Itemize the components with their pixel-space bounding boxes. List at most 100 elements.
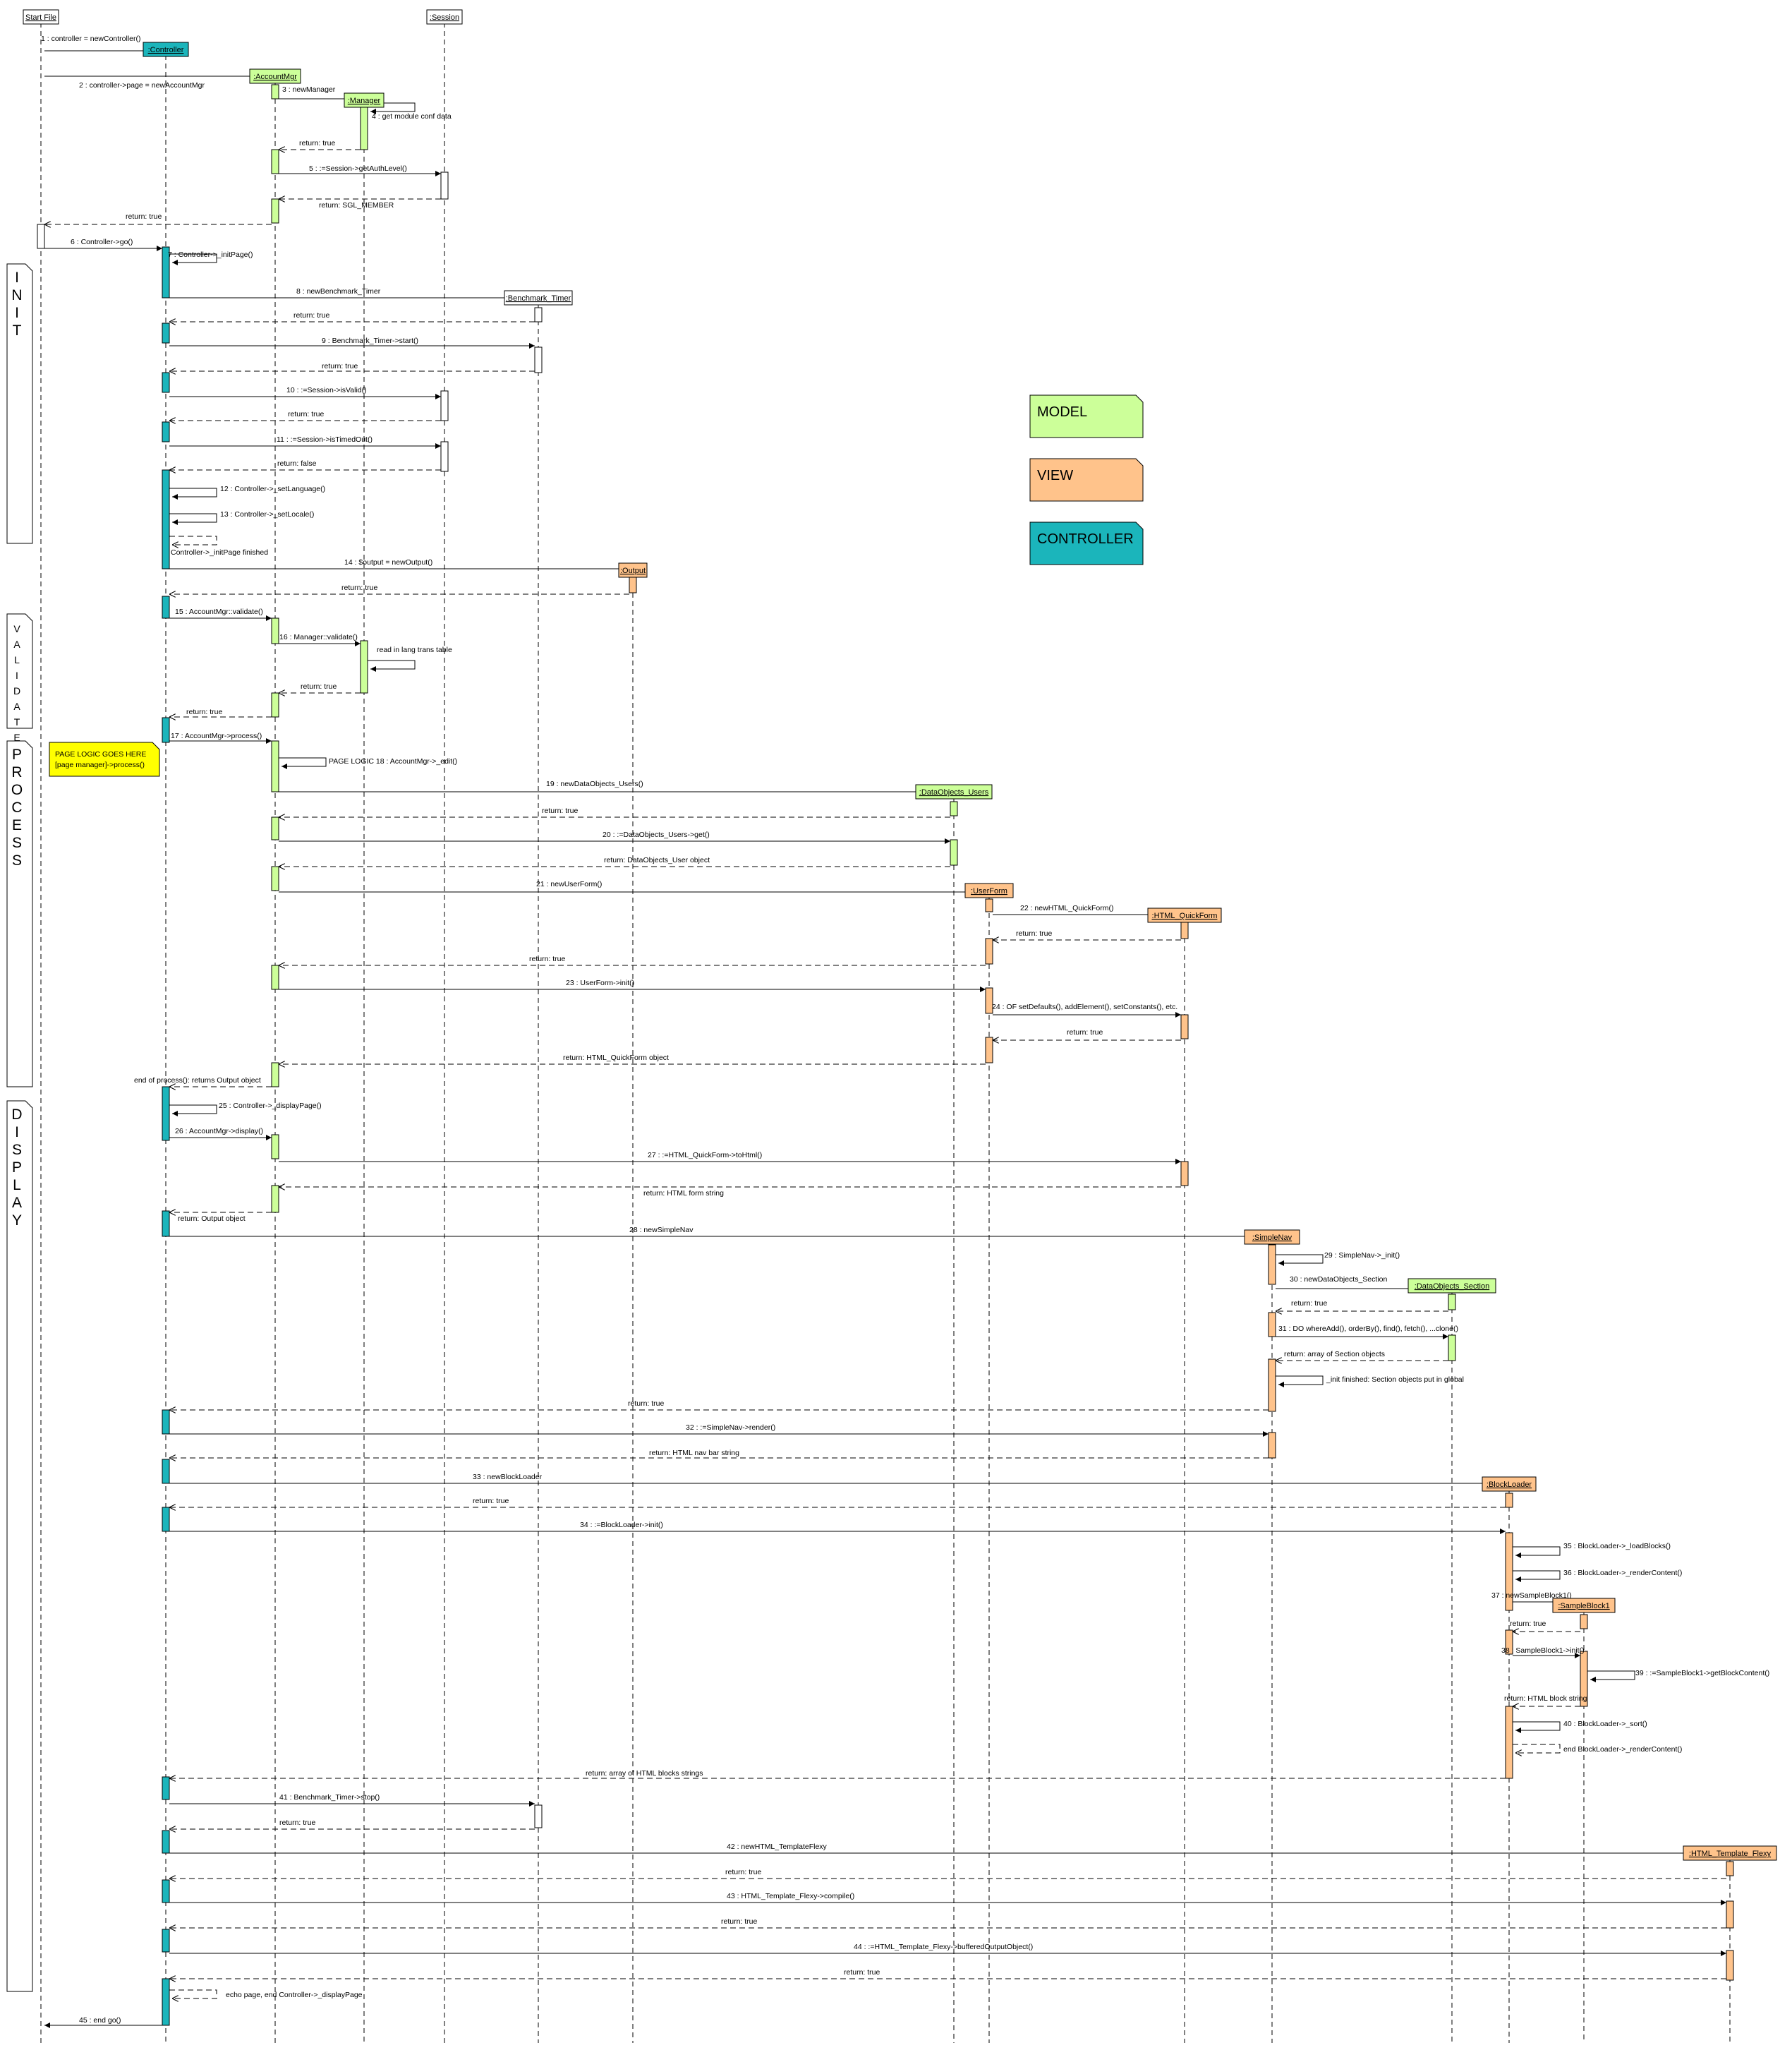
activation-bar: [360, 640, 368, 694]
activation-bar: [162, 1830, 170, 1854]
activation-bar: [162, 1210, 170, 1237]
activation-bar: [271, 1062, 279, 1087]
message-label: 3 : newManager: [282, 85, 336, 94]
activation-bar: [360, 105, 368, 150]
message-label: 33 : newBlockLoader: [473, 1473, 543, 1481]
message-label: 43 : HTML_Template_Flexy->compile(): [727, 1892, 854, 1900]
message-label: 40 : BlockLoader->_sort(): [1563, 1720, 1647, 1728]
participant-box-controller: [143, 42, 189, 57]
message-label: return: true: [299, 139, 336, 147]
legend-controller: [1029, 521, 1144, 565]
self-call-arrow: [169, 536, 217, 545]
message-label: return: true: [322, 362, 358, 370]
message-label: 28 : newSimpleNav: [629, 1226, 694, 1234]
activation-bar: [1268, 1244, 1276, 1285]
activation-bar: [162, 1409, 170, 1435]
participant-heads: Start File:Controller:AccountMgr:Manager…: [23, 9, 1777, 1861]
activation-bar: [271, 692, 279, 718]
self-call-arrow: [169, 488, 217, 500]
message-label: return: true: [293, 311, 330, 320]
message-label: 11 : :=Session->isTimedOut(): [277, 435, 373, 444]
message-label: 16 : Manager::validate(): [279, 633, 358, 641]
self-call-arrow: [368, 660, 416, 672]
message-label: return: true: [473, 1497, 509, 1505]
participant-label-timer: :Benchmark_Timer: [506, 294, 571, 303]
participant-box-accountmgr: [249, 68, 301, 84]
legend-label-controller: CONTROLLER: [1037, 531, 1134, 547]
activation-bar: [1180, 921, 1189, 939]
message-label: 17 : AccountMgr->process(): [171, 732, 262, 740]
message-label: echo page, end Controller->_displayPage: [226, 1991, 363, 1999]
message-label: 15 : AccountMgr::validate(): [175, 608, 263, 616]
activation-bar: [1268, 1358, 1276, 1412]
message-label: 12 : Controller->_setLanguage(): [220, 485, 325, 493]
self-call-arrow: [1513, 1721, 1561, 1733]
message-label: PAGE LOGIC 18 : AccountMgr->_edit(): [329, 757, 457, 766]
page-logic-note: PAGE LOGIC GOES HERE[page manager]->proc…: [49, 742, 160, 777]
activation-bar: [1448, 1334, 1456, 1361]
activation-bar: [1505, 1706, 1513, 1779]
message-label: 9 : Benchmark_Timer->start(): [322, 337, 418, 345]
message-label: return: true: [844, 1968, 880, 1977]
message-label: 37 : newSampleBlock1(): [1491, 1591, 1572, 1600]
message-label: 36 : BlockLoader->_renderContent(): [1563, 1569, 1682, 1577]
activation-bar: [162, 1459, 170, 1484]
activation-bar: [162, 1978, 170, 2026]
activation-bar: [534, 346, 543, 373]
activation-bar: [271, 1134, 279, 1159]
participant-box-sampleblock: [1552, 1598, 1616, 1613]
participant-label-dousers: :DataObjects_Users: [919, 788, 989, 797]
activation-bar: [1505, 1493, 1513, 1508]
message-label: read in lang trans table: [377, 646, 452, 654]
message-label: return: true: [1067, 1028, 1103, 1037]
message-label: return: true: [628, 1399, 665, 1408]
activation-bar: [629, 575, 637, 593]
self-call-arrow: [368, 102, 416, 114]
participant-box-userform: [964, 883, 1014, 898]
self-call-arrow: [169, 513, 217, 525]
self-call-arrow: [1276, 1375, 1324, 1387]
message-label: 42 : newHTML_TemplateFlexy: [727, 1843, 828, 1851]
participant-box-quickform: [1147, 908, 1222, 923]
message-label: 45 : end go(): [79, 2016, 121, 2025]
activation-bar: [1268, 1432, 1276, 1459]
message-label: return: array of HTML blocks strings: [586, 1769, 703, 1778]
activation-bar: [271, 617, 279, 644]
activation-bar: [271, 816, 279, 840]
activation-bar: [162, 596, 170, 619]
activation-bar: [1726, 1900, 1734, 1929]
message-label: 20 : :=DataObjects_Users->get(): [603, 831, 710, 839]
note-box: [49, 742, 160, 777]
activation-bar: [162, 1879, 170, 1903]
activation-bar: [271, 740, 279, 792]
message-label: 39 : :=SampleBlock1->getBlockContent(): [1635, 1669, 1769, 1677]
message-label: 30 : newDataObjects_Section: [1290, 1275, 1387, 1284]
message-label: return: false: [277, 459, 317, 468]
phase-box-process: [6, 740, 33, 1087]
activation-bar: [440, 171, 449, 200]
message-label: _init finished: Section objects put in g…: [1326, 1375, 1464, 1384]
message-label: return: true: [301, 682, 337, 691]
activation-bar: [985, 987, 993, 1014]
participant-box-dousers: [915, 784, 993, 800]
activation-bar: [271, 149, 279, 174]
participant-box-simplenav: [1244, 1229, 1300, 1245]
activation-bar: [1180, 1014, 1189, 1039]
message-label: 31 : DO whereAdd(), orderBy(), find(), f…: [1278, 1325, 1458, 1333]
legend-label-view: VIEW: [1037, 468, 1073, 483]
message-label: 22 : newHTML_QuickForm(): [1020, 904, 1113, 912]
activation-bar: [162, 1507, 170, 1532]
activation-bar: [985, 1037, 993, 1063]
activation-bar: [162, 1086, 170, 1141]
message-label: 21 : newUserForm(): [536, 880, 602, 888]
participant-label-controller: :Controller: [148, 46, 184, 54]
activation-bar: [1505, 1532, 1513, 1611]
participant-box-start: [23, 9, 59, 25]
activation-bar: [162, 717, 170, 743]
message-label: 13 : Controller->_setLocale(): [220, 510, 314, 519]
